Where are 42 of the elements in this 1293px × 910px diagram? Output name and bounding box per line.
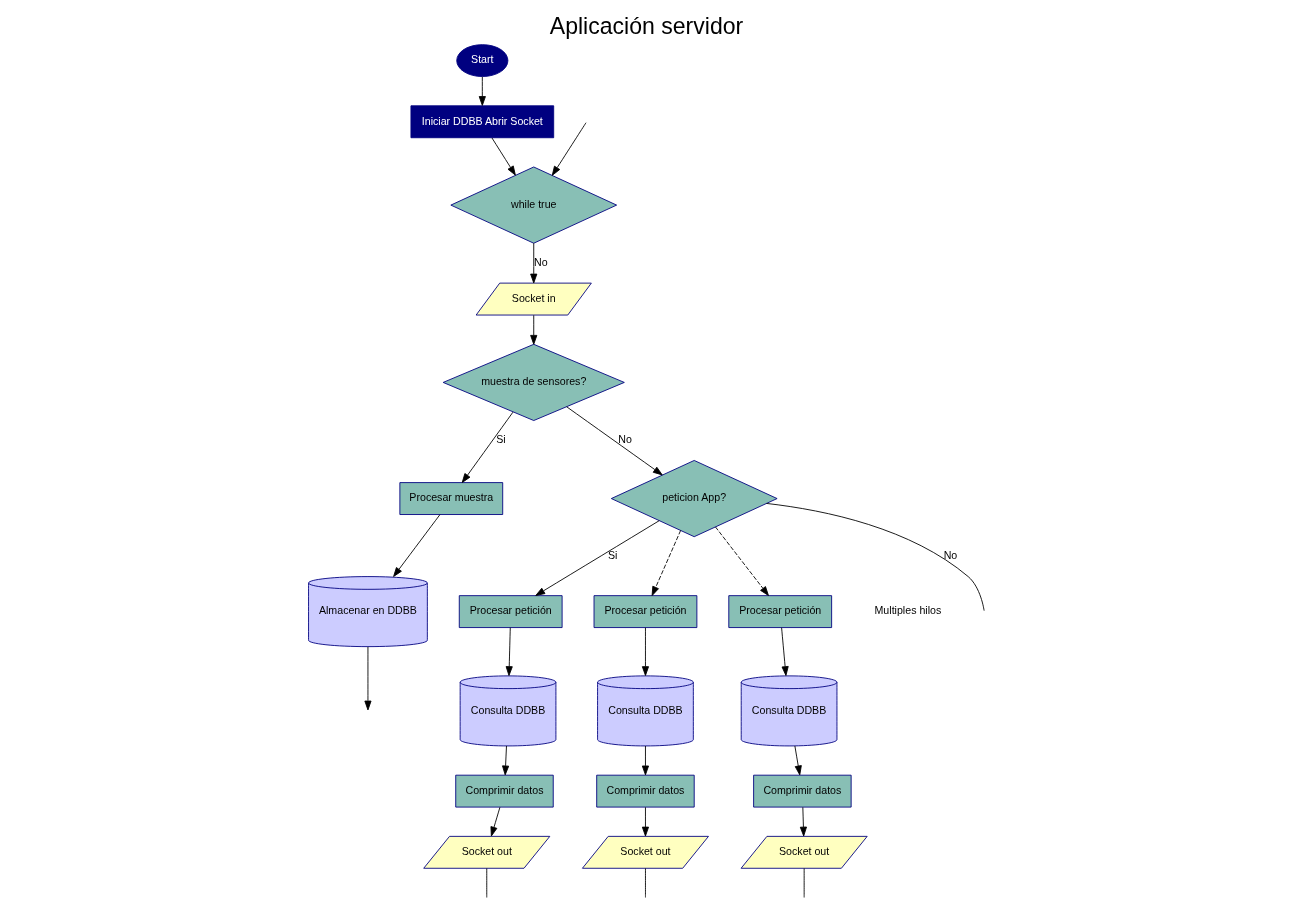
connector — [486, 868, 488, 898]
arrow — [641, 745, 649, 776]
node-box: Iniciar DDBB Abrir Socket — [410, 105, 555, 139]
arrow — [491, 137, 516, 176]
arrow — [478, 76, 486, 106]
node-diamond: muestra de sensores? — [442, 343, 625, 421]
arrow — [393, 514, 441, 577]
edge-label: No — [618, 433, 632, 446]
diagram-title: Aplicación servidor — [549, 12, 744, 39]
node-box: Comprimir datos — [455, 774, 554, 808]
node-box: Comprimir datos — [596, 774, 695, 808]
connector — [766, 503, 985, 612]
arrow — [535, 520, 660, 596]
node-box: Procesar petición — [593, 595, 698, 628]
arrow — [490, 806, 501, 837]
arrow — [641, 627, 649, 676]
node-diamond: peticion App? — [610, 460, 778, 538]
arrow — [364, 646, 372, 711]
edge-label: Si — [496, 433, 506, 446]
arrow — [566, 406, 663, 476]
node-box: Comprimir datos — [753, 774, 852, 808]
edge-label: No — [943, 549, 958, 562]
arrow — [530, 242, 538, 284]
arrow — [502, 745, 510, 776]
arrow — [794, 745, 802, 776]
edge-label: Si — [607, 549, 618, 562]
arrow — [641, 806, 649, 837]
edge-label: No — [534, 255, 548, 268]
arrow — [781, 627, 789, 676]
arrow — [651, 530, 682, 596]
arrow — [551, 122, 587, 176]
label: Multiples hilos — [874, 604, 942, 617]
node-box: Procesar muestra — [399, 482, 504, 515]
node-box: Procesar petición — [458, 595, 563, 628]
arrow — [530, 314, 538, 345]
arrow — [461, 411, 514, 483]
node-ellipse: Start — [456, 44, 509, 77]
arrow — [505, 627, 513, 676]
connector — [645, 868, 646, 898]
arrow — [799, 806, 807, 837]
node-box: Procesar petición — [728, 595, 833, 628]
arrow — [715, 526, 769, 596]
